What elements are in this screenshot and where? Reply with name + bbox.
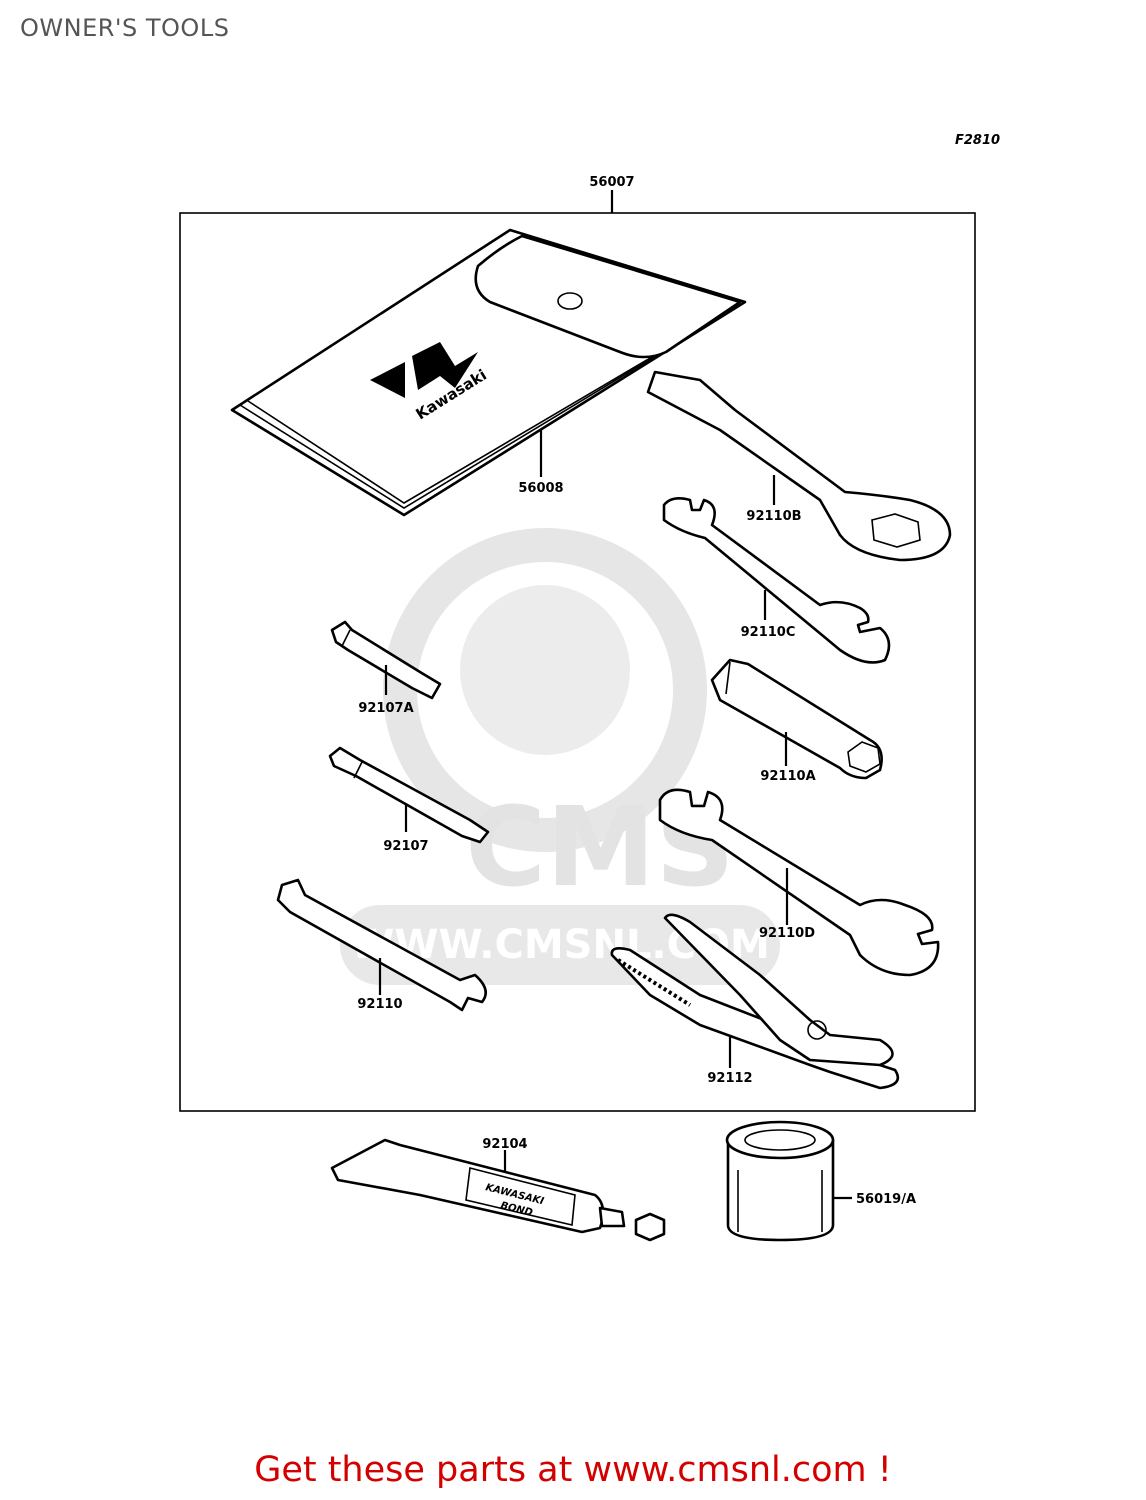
callout-92107A: 92107A [358, 701, 413, 716]
spark-plug-socket [710, 658, 883, 780]
open-end-wrench-d [658, 788, 940, 977]
callout-92110C: 92110C [741, 625, 796, 640]
callout-56008: 56008 [518, 481, 563, 496]
page-title: OWNER'S TOOLS [20, 14, 230, 42]
callout-92110A: 92110A [760, 769, 815, 784]
figure-code: F2810 [955, 133, 1000, 148]
callout-56019A: 56019/A [856, 1192, 916, 1207]
callout-56007: 56007 [589, 175, 634, 190]
tool-bag: Kawasaki [230, 228, 747, 517]
cleaner-can [725, 1120, 835, 1242]
watermark-logo-text: CMS [465, 783, 734, 911]
tool-kit-frame [179, 212, 976, 1112]
screwdriver-bit-a [330, 620, 442, 700]
callout-92107: 92107 [383, 839, 428, 854]
promo-link[interactable]: Get these parts at www.cmsnl.com ! [254, 1450, 892, 1490]
screwdriver-bit [328, 746, 490, 844]
callout-92112: 92112 [707, 1071, 752, 1086]
bond-tube: KAWASAKI BOND [330, 1138, 666, 1242]
open-end-wrench-c [662, 497, 891, 664]
callout-92110D: 92110D [759, 926, 815, 941]
callout-92110: 92110 [357, 997, 402, 1012]
callout-92110B: 92110B [746, 509, 801, 524]
spoke-wrench [276, 878, 487, 1012]
watermark: CMS WWW.CMSNL.COM [340, 528, 780, 985]
callout-92104: 92104 [482, 1137, 527, 1152]
pliers [610, 913, 900, 1090]
ring-wrench [646, 370, 952, 562]
